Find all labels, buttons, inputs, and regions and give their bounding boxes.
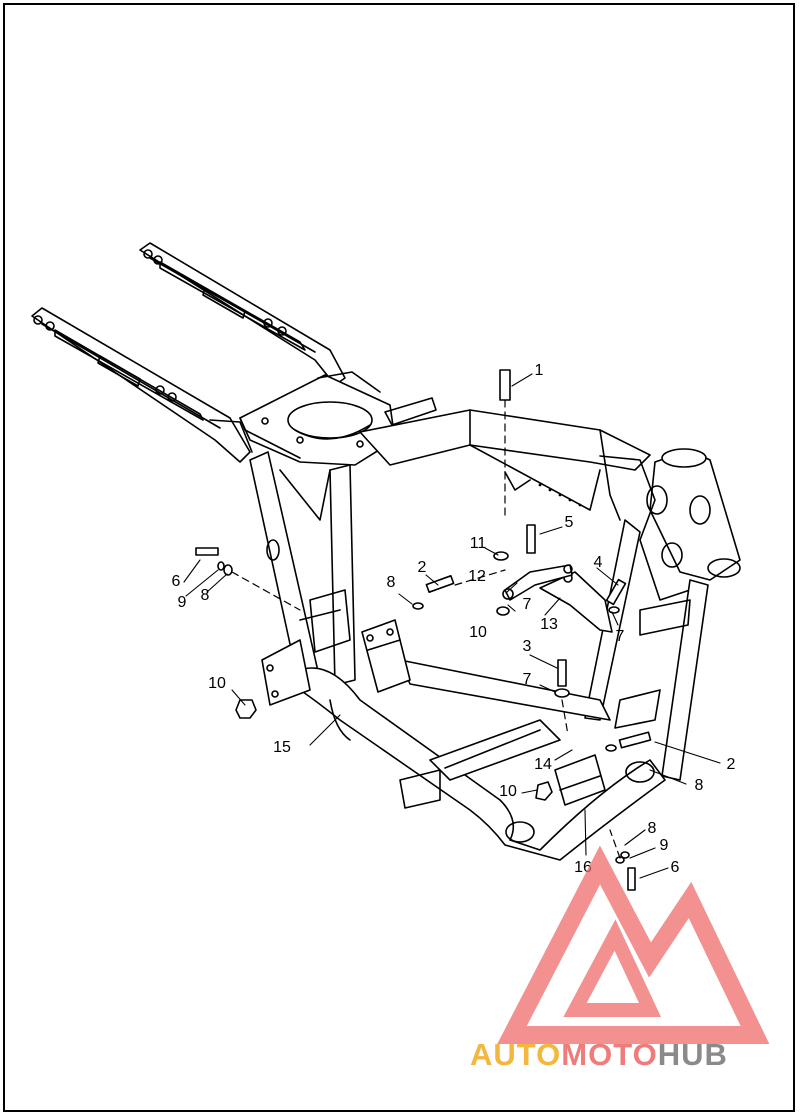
engine-mount-16 xyxy=(554,754,606,806)
steering-head xyxy=(599,448,741,601)
callout-10-b: 10 xyxy=(208,675,226,692)
callout-4: 4 xyxy=(593,554,603,571)
callout-3: 3 xyxy=(522,638,532,655)
callout-6-right: 6 xyxy=(670,859,680,876)
seat-post-tubes xyxy=(249,451,356,691)
callout-2-left: 2 xyxy=(417,559,427,576)
callout-15: 15 xyxy=(273,739,291,756)
callout-12: 12 xyxy=(468,568,486,585)
callout-2-right: 2 xyxy=(726,756,736,773)
install-lines xyxy=(231,399,621,859)
rear-mount-bracket xyxy=(261,639,311,706)
callout-7-a: 7 xyxy=(522,596,532,613)
stabilizer-link-12 xyxy=(502,564,573,601)
callout-1: 1 xyxy=(534,362,544,379)
callout-8-a: 8 xyxy=(386,574,396,591)
callout-9-right: 9 xyxy=(659,837,669,854)
rear-rail-lower xyxy=(31,307,253,463)
watermark-hub: HUB xyxy=(657,1037,728,1072)
watermark-text: AUTOMOTOHUB xyxy=(470,1037,728,1072)
front-downtubes xyxy=(584,519,709,781)
lower-rails xyxy=(299,659,666,861)
callout-8-b: 8 xyxy=(200,587,210,604)
callout-7-c: 7 xyxy=(522,671,532,688)
leader-lines xyxy=(183,373,721,879)
callout-9-left: 9 xyxy=(177,594,187,611)
callout-10-a: 10 xyxy=(469,624,487,641)
callout-7-b: 7 xyxy=(615,628,625,645)
callout-14: 14 xyxy=(534,756,552,773)
seat-post-plate xyxy=(239,371,437,466)
rear-rail-upper xyxy=(139,242,346,386)
diagram-border xyxy=(3,3,795,1112)
watermark-moto: MOTO xyxy=(561,1037,658,1072)
fasteners xyxy=(195,369,652,891)
watermark-auto: AUTO xyxy=(470,1037,562,1072)
callout-13: 13 xyxy=(540,616,558,633)
callout-6-left: 6 xyxy=(171,573,181,590)
callout-10-c: 10 xyxy=(499,783,517,800)
callout-5: 5 xyxy=(564,514,574,531)
callout-11: 11 xyxy=(469,535,487,552)
callout-8-c: 8 xyxy=(694,777,704,794)
callout-8-d: 8 xyxy=(647,820,657,837)
engine-mount-15 xyxy=(361,619,411,693)
